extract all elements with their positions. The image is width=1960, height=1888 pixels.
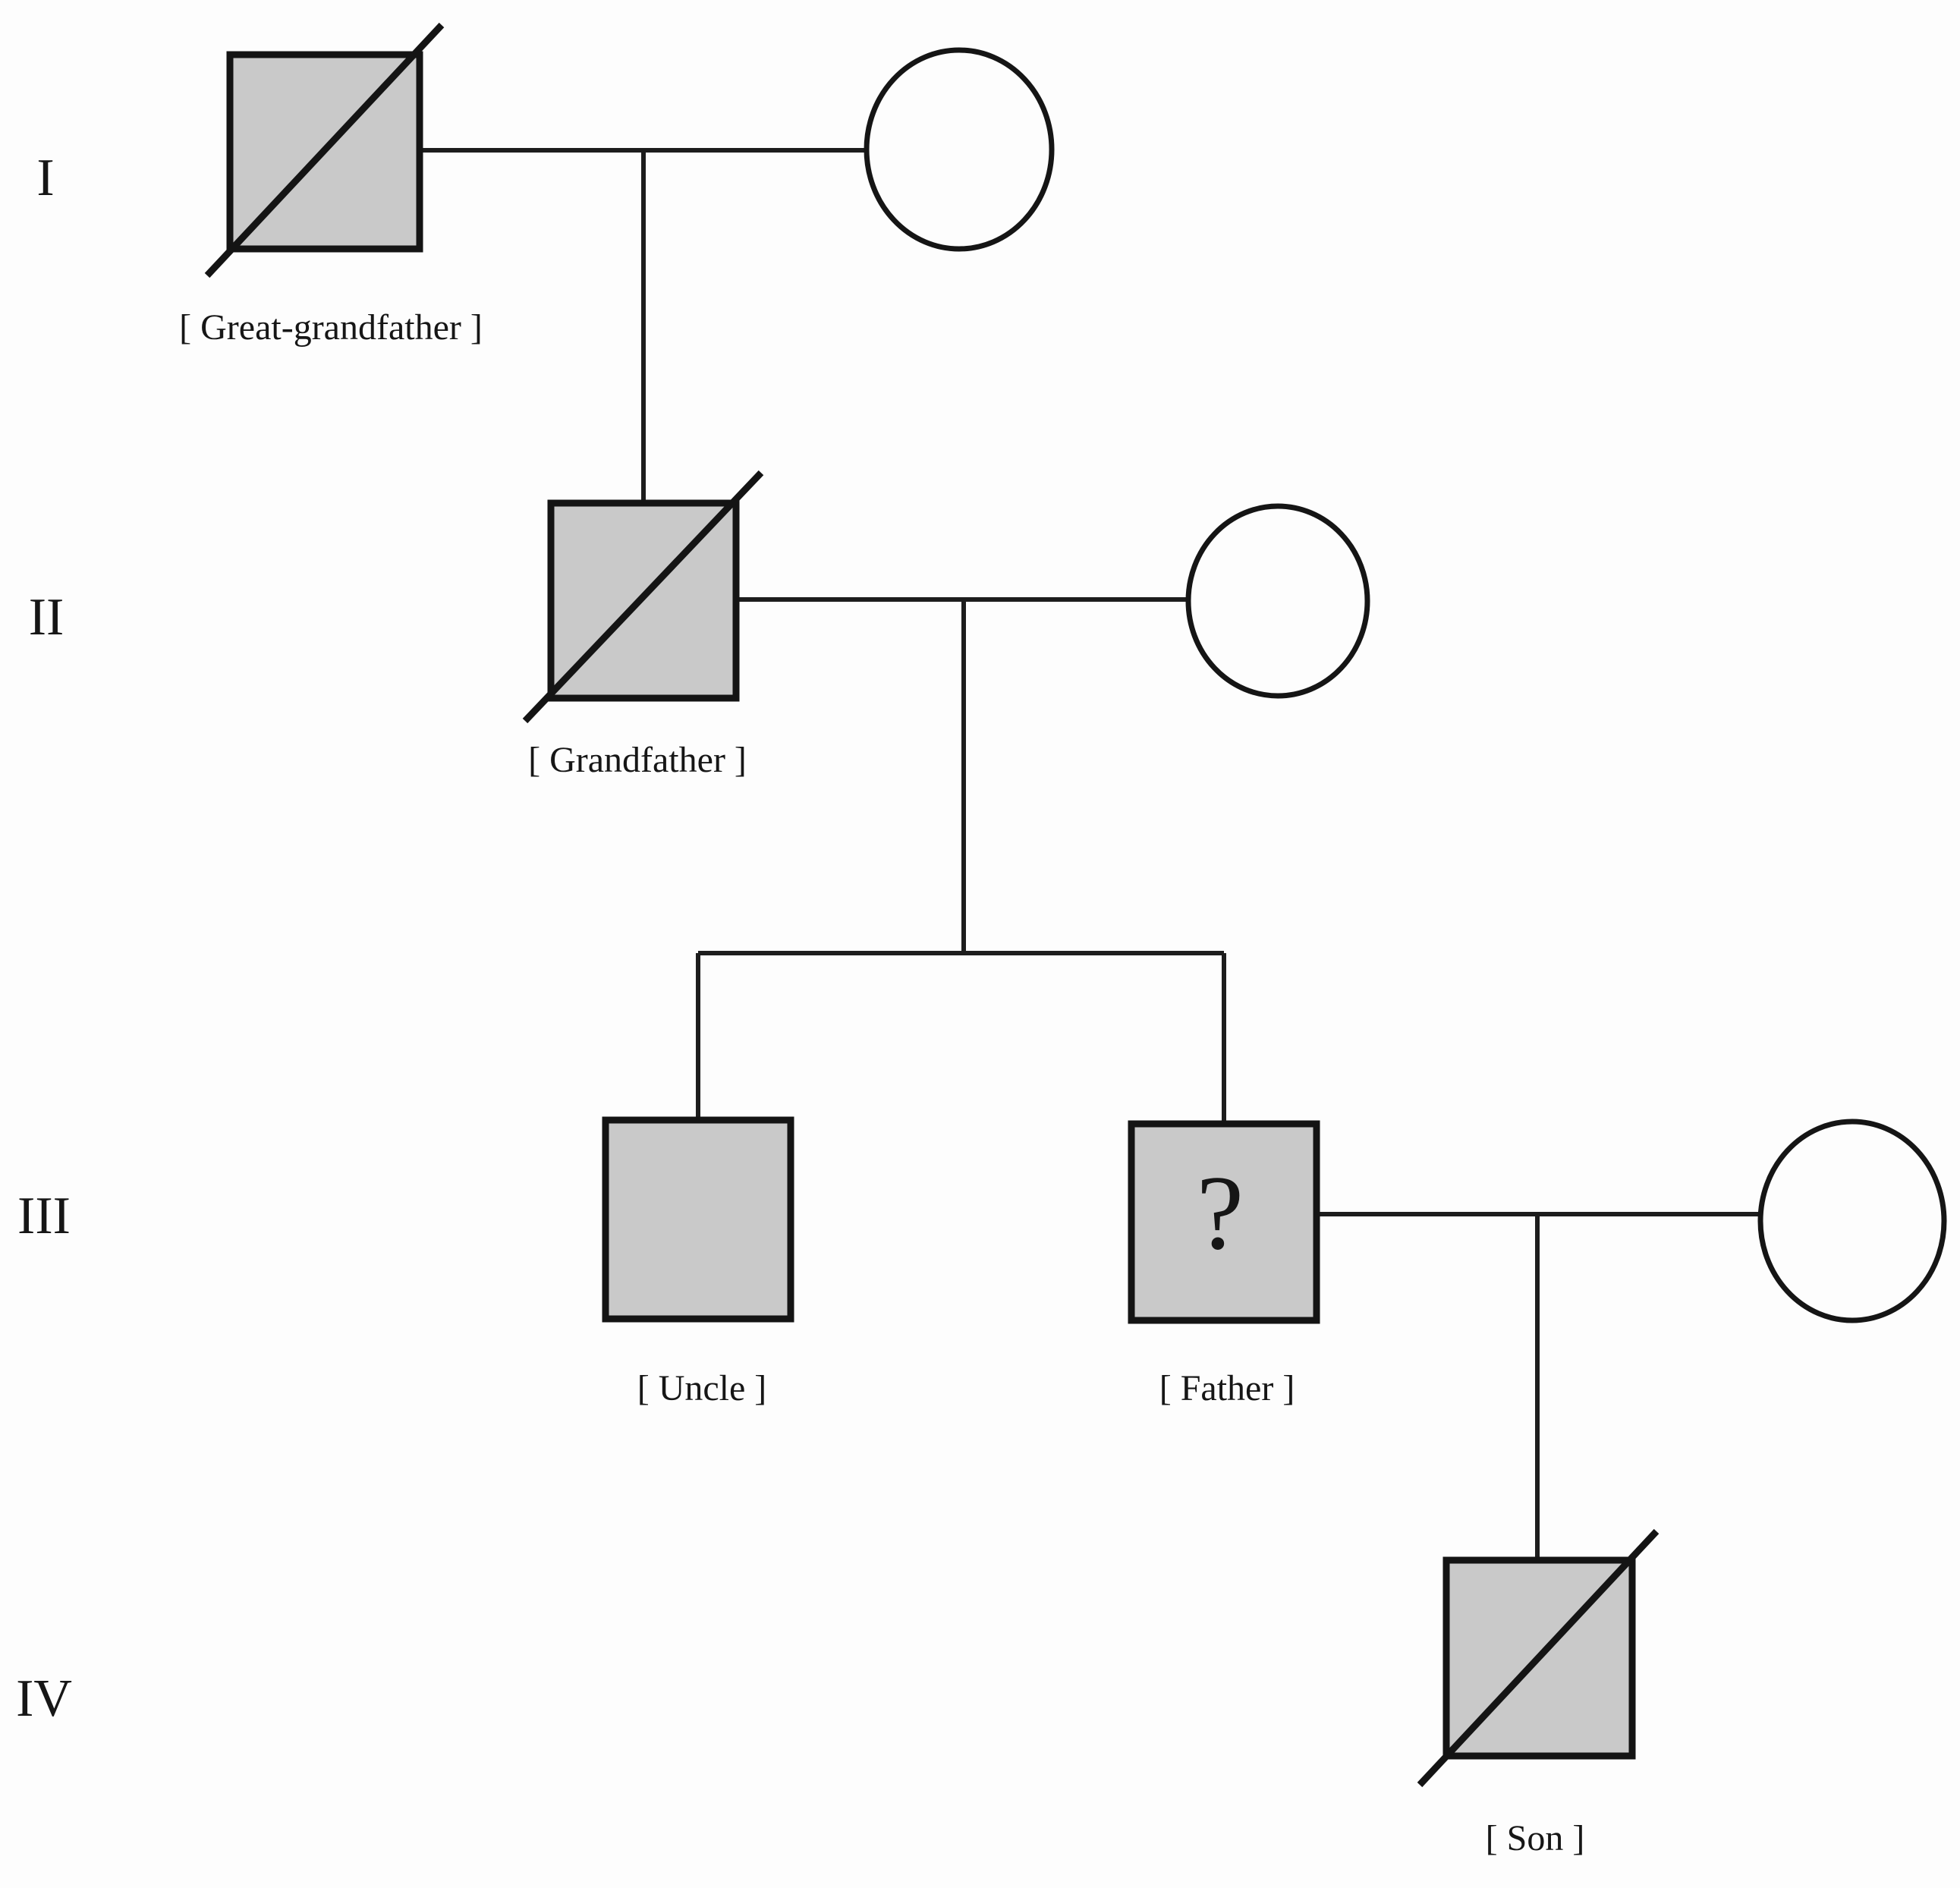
great-grandfather-label: [ Great-grandfather ] — [179, 307, 483, 348]
father-query-mark: ? — [1197, 1154, 1244, 1272]
generation-ii-label: II — [29, 588, 64, 647]
generation-i-label: I — [36, 149, 54, 207]
grandfather-label: [ Grandfather ] — [528, 740, 747, 780]
great-grandfather-deceased-slash-icon — [204, 22, 445, 278]
relationship-lines — [420, 148, 1760, 1560]
uncle-label: [ Uncle ] — [637, 1368, 767, 1408]
uncle-affected-male-symbol — [602, 1116, 794, 1323]
generation-axis: I II III IV — [16, 149, 72, 1728]
individual-mother — [1757, 1119, 1947, 1323]
father-affected-male-symbol — [1128, 1120, 1320, 1324]
individual-father: ? [ Father ] — [1128, 1120, 1320, 1408]
great-grandmother-female-symbol — [864, 47, 1055, 252]
individual-great-grandmother — [864, 47, 1055, 252]
individual-great-grandfather: [ Great-grandfather ] — [179, 22, 483, 348]
mother-female-symbol — [1757, 1119, 1947, 1323]
individual-grandfather: [ Grandfather ] — [522, 470, 764, 780]
generation-iii-label: III — [17, 1187, 71, 1245]
father-label: [ Father ] — [1159, 1368, 1295, 1408]
individual-grandmother — [1185, 503, 1370, 699]
son-deceased-slash-icon — [1417, 1528, 1660, 1788]
individual-uncle: [ Uncle ] — [602, 1116, 794, 1408]
grandfather-deceased-slash-icon — [522, 470, 764, 724]
son-label: [ Son ] — [1486, 1818, 1585, 1858]
generation-iv-label: IV — [16, 1669, 72, 1728]
individual-son: [ Son ] — [1417, 1528, 1660, 1858]
grandmother-female-symbol — [1185, 503, 1370, 699]
